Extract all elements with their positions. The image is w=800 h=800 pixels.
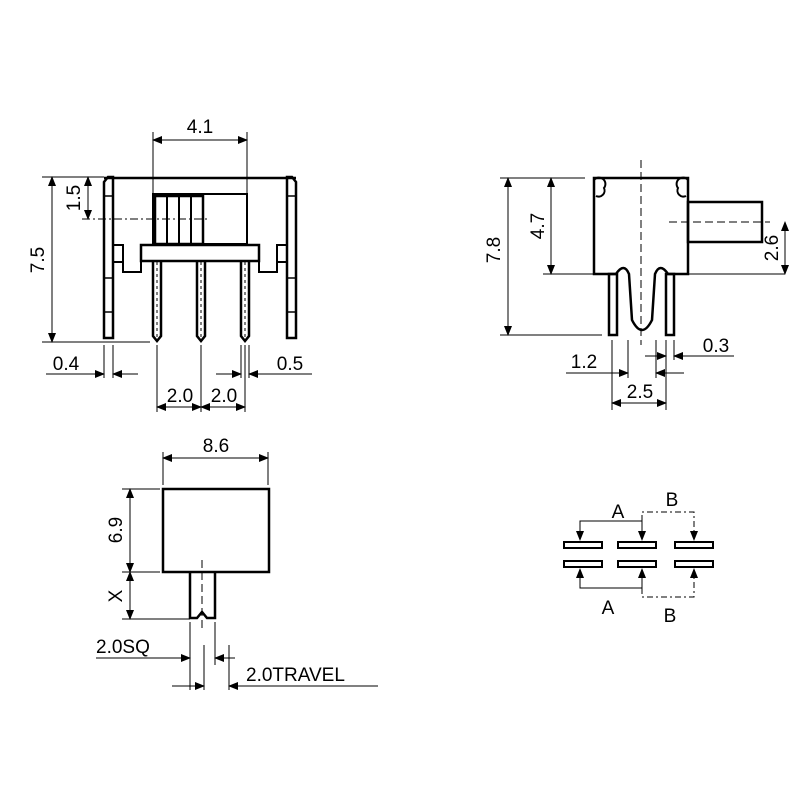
top-dimensions <box>96 452 378 690</box>
dim-6-9: 6.9 <box>106 517 127 543</box>
dim-pitch-right: 2.0 <box>211 386 237 407</box>
dim-4-7: 4.7 <box>528 213 549 239</box>
dim-2-0sq: 2.0SQ <box>96 637 150 658</box>
dim-8-6: 8.6 <box>203 436 229 457</box>
dim-2-5: 2.5 <box>627 382 653 403</box>
dim-pitch-left: 2.0 <box>167 386 193 407</box>
dim-4-1: 4.1 <box>187 117 213 138</box>
side-view <box>592 160 770 345</box>
label-a-top: A <box>612 502 625 523</box>
schematic-arrows <box>576 531 698 578</box>
top-view <box>161 487 271 630</box>
dim-7-5: 7.5 <box>28 247 49 273</box>
dim-0-4: 0.4 <box>53 354 80 375</box>
dim-x: X <box>106 589 127 602</box>
dim-travel: 2.0TRAVEL <box>246 665 345 686</box>
front-view <box>82 175 298 344</box>
label-b-top: B <box>666 490 679 511</box>
dim-2-6: 2.6 <box>762 235 783 261</box>
front-dimensions <box>42 132 312 412</box>
dim-7-8: 7.8 <box>484 237 505 263</box>
switch-schematic <box>563 511 714 598</box>
dim-1-5: 1.5 <box>64 185 85 211</box>
label-b-bottom: B <box>664 606 677 627</box>
label-a-bottom: A <box>602 598 615 619</box>
dim-0-3: 0.3 <box>703 336 729 357</box>
dim-0-5: 0.5 <box>277 354 303 375</box>
dim-1-2: 1.2 <box>571 352 597 373</box>
side-dimensions <box>500 177 789 410</box>
